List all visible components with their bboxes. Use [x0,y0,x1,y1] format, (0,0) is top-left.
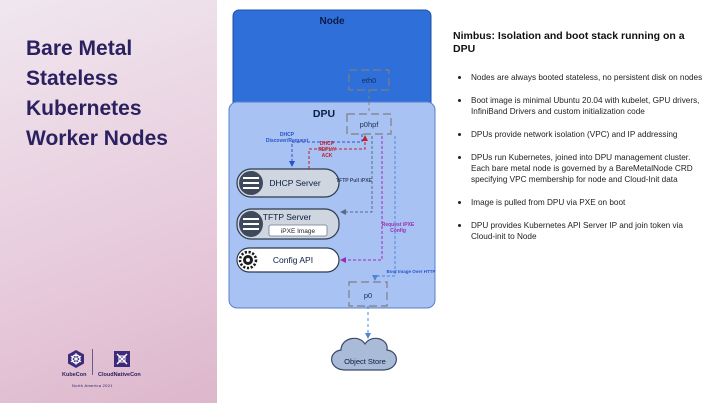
info-bullet-list: Nodes are always booted stateless, no pe… [453,72,703,242]
bullet-item: DPUs run Kubernetes, joined into DPU man… [453,152,703,185]
request-ipxe-label-1: Request iPXE [382,222,415,228]
boot-stack-diagram: Node DPU eth0 p0hpf [228,9,436,371]
ipxe-image-label: iPXE Image [281,228,316,235]
bullet-item: DPUs provide network isolation (VPC) and… [453,129,703,140]
event-subtitle: North America 2021 [72,383,113,388]
dpu-label: DPU [313,108,335,120]
p0hpf-label: p0hpf [360,120,380,129]
dhcp-discover-label-1: DHCP [280,132,295,138]
dhcp-reply-label-2: REPLY/ [318,147,336,153]
title-line-4: Worker Nodes [26,127,168,150]
tftp-pull-arrow [340,136,373,215]
dhcp-discover-label-2: Discover/Request [266,138,309,144]
slide-content: Node DPU eth0 p0hpf [217,0,715,403]
boot-image-arrow [372,136,396,281]
kubecon-wordmark: KubeCon [62,372,87,378]
title-line-2: Stateless [26,67,119,90]
dhcp-server: DHCP Server [236,168,340,198]
cloudnativecon-wordmark: CloudNativeCon [98,372,141,378]
dhcp-server-label: DHCP Server [269,178,320,188]
boot-image-label: Boot Image Over HTTP [386,269,435,274]
dpu-box: DPU [228,101,436,309]
eth0-label: eth0 [362,76,377,85]
kubecon-logo-icon [68,350,84,368]
dhcp-discover-arrow [289,134,363,167]
dhcp-reply-label-1: DHCP [320,141,335,147]
cloudnativecon-logo-icon [114,351,130,367]
p0-label: p0 [364,291,372,300]
node-label: Node [320,16,345,27]
bullet-item: Nodes are always booted stateless, no pe… [453,72,703,83]
config-api-label: Config API [273,255,313,265]
p0-port: p0 [348,281,388,307]
request-ipxe-label-2: Config [390,228,406,234]
config-api: Config API [236,247,340,273]
bullet-item: Boot image is minimal Ubuntu 20.04 with … [453,95,703,117]
title-line-3: Kubernetes [26,97,142,120]
title-line-1: Bare Metal [26,37,133,60]
title-panel: Bare Metal Stateless Kubernetes Worker N… [0,0,217,403]
dhcp-reply-label-3: ACK [322,153,333,159]
request-ipxe-config-arrow [340,136,383,263]
brand-divider [92,349,93,375]
p0hpf-port: p0hpf [346,113,392,135]
info-heading: Nimbus: Isolation and boot stack running… [453,30,685,55]
bullet-item: Image is pulled from DPU via PXE on boot [453,197,703,208]
gear-icon [238,250,258,270]
tftp-server: TFTP Server iPXE Image [236,208,340,240]
tftp-pull-label: TFTP Pull iPXE [336,178,372,184]
object-store-label: Object Store [344,357,386,366]
event-branding: KubeCon CloudNativeCon North America 202… [62,347,158,389]
tftp-server-label: TFTP Server [263,212,312,222]
object-store-cloud: Object Store [331,337,397,371]
bullet-item: DPU provides Kubernetes API Server IP an… [453,220,703,242]
dhcp-reply-arrow [308,135,368,169]
